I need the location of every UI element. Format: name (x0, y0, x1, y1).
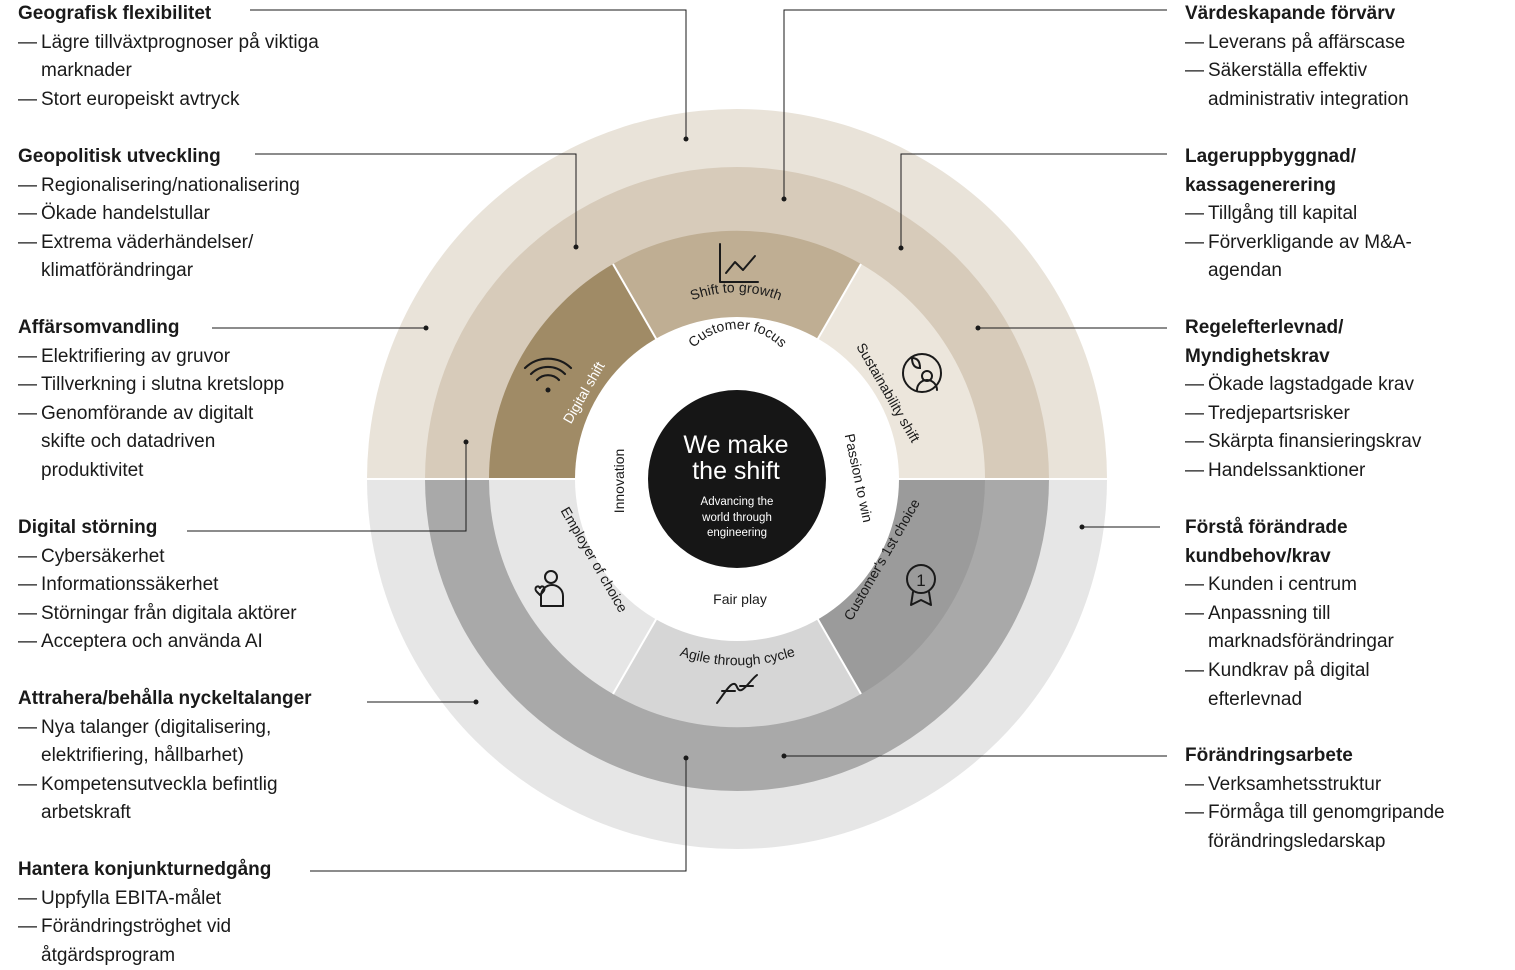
factor-item: —Genomförande av digitalt skifte och dat… (18, 402, 254, 481)
factor-item: —Lägre tillväxtprognoser på viktiga mark… (18, 31, 319, 82)
factor-item: —Anpassning till marknadsförändringar (1185, 602, 1394, 653)
factor-forsta-kundbehov: Förstå förändrade kundbehov/krav —Kunden… (1185, 514, 1465, 714)
factor-lageruppbyggnad: Lageruppbyggnad/ kassagenerering —Tillgå… (1185, 143, 1412, 286)
factor-item: —Regionalisering/nationalisering (18, 174, 300, 196)
factor-item: —Störningar från digitala aktörer (18, 602, 297, 624)
line-chart-icon (719, 243, 759, 283)
factor-item: —Informationssäkerhet (18, 574, 219, 596)
factor-item: —Kunden i centrum (1185, 574, 1357, 596)
leaf-person-icon (902, 353, 942, 393)
factor-item: —Uppfylla EBITA-målet (18, 887, 222, 909)
core-title-2: the shift (692, 457, 780, 485)
factor-vardeskapande-forvarv: Värdeskapande förvärv —Leverans på affär… (1185, 0, 1475, 114)
factor-attrahera-nyckeltalanger: Attrahera/behålla nyckeltalanger —Nya ta… (18, 685, 363, 828)
factor-title: Geografisk flexibilitet (18, 3, 212, 24)
factor-item: —Kompetensutveckla befintlig arbetskraft (18, 773, 278, 824)
value-fair-play: Fair play (713, 591, 767, 607)
factor-title: Regelefterlevnad/ Myndighetskrav (1185, 317, 1344, 367)
factor-title: Förändringsarbete (1185, 745, 1353, 766)
factor-item: —Kundkrav på digital efterlevnad (1185, 659, 1370, 710)
wifi-icon (523, 357, 573, 393)
factor-digital-storning: Digital störning —Cybersäkerhet —Informa… (18, 514, 358, 657)
factor-item: —Tillverkning i slutna kretslopp (18, 374, 285, 396)
factor-item: —Ökade handelstullar (18, 203, 210, 225)
factor-item: —Nya talanger (digitalisering, elektrifi… (18, 716, 272, 767)
factor-item: —Handelssanktioner (1185, 459, 1366, 481)
factor-title: Förstå förändrade kundbehov/krav (1185, 517, 1348, 567)
factor-title: Attrahera/behålla nyckeltalanger (18, 688, 312, 709)
factor-item: —Leverans på affärscase (1185, 31, 1406, 53)
factor-item: —Acceptera och använda AI (18, 631, 263, 653)
factor-item: —Stort europeiskt avtryck (18, 88, 240, 110)
factor-forandringsarbete: Förändringsarbete —Verksamhetsstruktur —… (1185, 742, 1505, 856)
factor-item: —Tredjepartsrisker (1185, 402, 1350, 424)
core-circle (648, 390, 826, 568)
factor-title: Affärsomvandling (18, 317, 180, 338)
value-innovation: Innovation (611, 449, 627, 514)
core-subtitle-1: Advancing the (701, 496, 774, 508)
core-title-1: We make (683, 431, 788, 459)
factor-item: —Cybersäkerhet (18, 545, 165, 567)
factor-title: Lageruppbyggnad/ kassagenerering (1185, 146, 1356, 196)
factor-item: —Förmåga till genomgripande förändringsl… (1185, 802, 1445, 852)
factor-item: —Verksamhetsstruktur (1185, 773, 1382, 795)
factor-item: —Extrema väderhändelser/ klimatförändrin… (18, 231, 254, 282)
factor-title: Geopolitisk utveckling (18, 146, 221, 167)
svg-text:1: 1 (916, 571, 925, 590)
factor-geografisk-flexibilitet: Geografisk flexibilitet —Lägre tillväxtp… (18, 0, 378, 114)
factor-item: —Elektrifiering av gruvor (18, 345, 231, 367)
factor-geopolitisk-utveckling: Geopolitisk utveckling —Regionalisering/… (18, 143, 358, 286)
factor-item: —Skärpta finansieringskrav (1185, 431, 1422, 453)
factor-title: Digital störning (18, 517, 158, 538)
factor-title: Värdeskapande förvärv (1185, 3, 1396, 24)
factor-item: —Förändringströghet vid åtgärdsprogram (18, 916, 232, 966)
factor-hantera-konjunkturnedgang: Hantera konjunkturnedgång —Uppfylla EBIT… (18, 856, 318, 970)
core-subtitle-2: world through (701, 512, 772, 524)
factor-title: Hantera konjunkturnedgång (18, 859, 272, 880)
person-heart-icon (534, 570, 564, 607)
factor-item: —Säkerställa effektiv administrativ inte… (1185, 60, 1409, 110)
factor-item: —Förverkligande av M&A-agendan (1185, 231, 1412, 282)
factor-item: —Ökade lagstadgade krav (1185, 374, 1414, 396)
award-badge-icon: 1 (906, 564, 936, 606)
wave-cycle-icon (716, 674, 758, 704)
core-subtitle-3: engineering (707, 527, 767, 539)
factor-affarsomvandling: Affärsomvandling —Elektrifiering av gruv… (18, 314, 338, 486)
factor-regelefterlevnad: Regelefterlevnad/ Myndighetskrav —Ökade … (1185, 314, 1485, 486)
factor-item: —Tillgång till kapital (1185, 203, 1358, 225)
